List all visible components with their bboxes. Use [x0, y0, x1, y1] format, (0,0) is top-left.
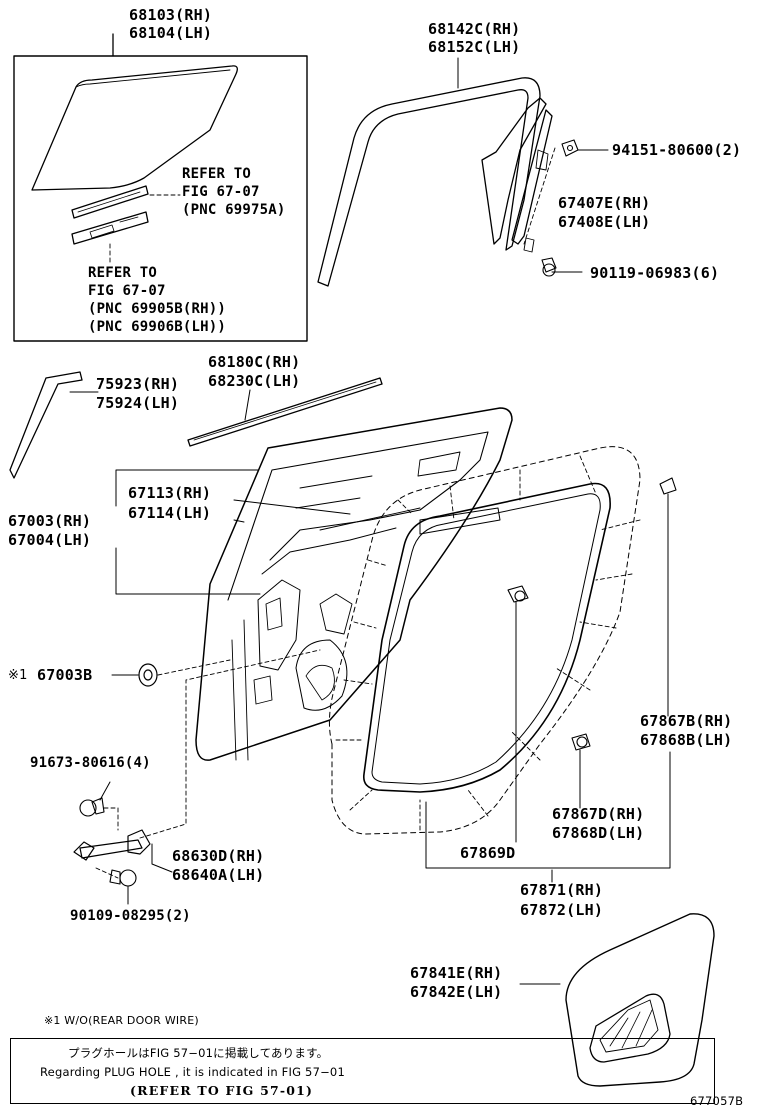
label-67871: 67871(RH) — [520, 881, 604, 899]
label-refer1-a: REFER TO — [182, 166, 252, 182]
label-67869d: 67869D — [460, 844, 516, 862]
label-67872: 67872(LH) — [520, 901, 604, 919]
bolt-90109 — [109, 869, 137, 887]
label-refer2-a: REFER TO — [88, 265, 158, 281]
notice-reference: (REFER TO FIG 57-01) — [130, 1083, 314, 1098]
label-67841e: 67841E(RH) — [410, 964, 503, 982]
bolt-94151 — [561, 139, 579, 157]
door-glass — [31, 65, 238, 191]
label-67003b: 67003B — [37, 666, 93, 684]
label-67407e: 67407E(RH) — [558, 194, 651, 212]
label-67868b: 67868B(LH) — [640, 731, 733, 749]
label-67867b: 67867B(RH) — [640, 712, 733, 730]
glass-channel-lower — [71, 211, 149, 245]
label-67113: 67113(RH) — [128, 484, 212, 502]
footnote: ※1 W/O(REAR DOOR WIRE) — [44, 1014, 199, 1027]
label-68180c: 68180C(RH) — [208, 353, 301, 371]
outer-weatherstrip — [187, 377, 383, 447]
division-frame — [481, 97, 547, 245]
bolt-90119 — [541, 257, 557, 277]
label-67868d: 67868D(LH) — [552, 824, 645, 842]
door-check — [73, 829, 151, 861]
label-94151: 94151-80600(2) — [612, 141, 742, 159]
glass-run — [317, 77, 541, 287]
door-weatherstrip — [362, 482, 611, 793]
drawing-number: 677057B — [690, 1094, 744, 1108]
label-68630d: 68630D(RH) — [172, 847, 265, 865]
clip-67867d — [571, 733, 591, 751]
label-refer2-b: FIG 67-07 — [88, 283, 166, 299]
label-68142c: 68142C(RH) — [428, 20, 521, 38]
label-68103: 68103(RH) — [129, 6, 213, 24]
label-67867d: 67867D(RH) — [552, 805, 645, 823]
label-refer1-b: FIG 67-07 — [182, 184, 260, 200]
glass-channel-upper — [71, 185, 149, 219]
label-75924: 75924(LH) — [96, 394, 180, 412]
label-90119: 90119-06983(6) — [590, 264, 720, 282]
door-outline-dashed — [328, 446, 641, 835]
label-refer2-d: (PNC 69906B(LH)) — [88, 319, 227, 335]
label-75923: 75923(RH) — [96, 375, 180, 393]
clip-67867b — [659, 477, 677, 495]
service-hole-cover — [565, 913, 715, 1087]
label-67114: 67114(LH) — [128, 504, 212, 522]
label-91673: 91673-80616(4) — [30, 755, 151, 771]
label-68230c: 68230C(LH) — [208, 372, 301, 390]
label-refer2-c: (PNC 69905B(RH)) — [88, 301, 227, 317]
rear-door-panel — [195, 407, 513, 761]
bolt-91673 — [79, 797, 105, 817]
notice-japanese: プラグホールはFIG 57−01に掲載してあります。 — [68, 1046, 329, 1060]
label-67842e: 67842E(LH) — [410, 983, 503, 1001]
label-67408e: 67408E(LH) — [558, 213, 651, 231]
label-67003: 67003(RH) — [8, 512, 92, 530]
label-68152c: 68152C(LH) — [428, 38, 521, 56]
notice-box — [10, 1038, 715, 1104]
label-plug-mark: ※1 — [8, 668, 28, 683]
label-68640a: 68640A(LH) — [172, 866, 265, 884]
label-68104: 68104(LH) — [129, 24, 213, 42]
clip-67869 — [507, 585, 529, 603]
pillar-garnish — [9, 371, 83, 479]
notice-english: Regarding PLUG HOLE , it is indicated in… — [40, 1065, 345, 1079]
glass-group-frame — [13, 55, 308, 342]
hole-plug — [138, 663, 158, 687]
label-refer1-c: (PNC 69975A) — [182, 202, 286, 218]
label-90109: 90109-08295(2) — [70, 908, 191, 924]
label-67004: 67004(LH) — [8, 531, 92, 549]
